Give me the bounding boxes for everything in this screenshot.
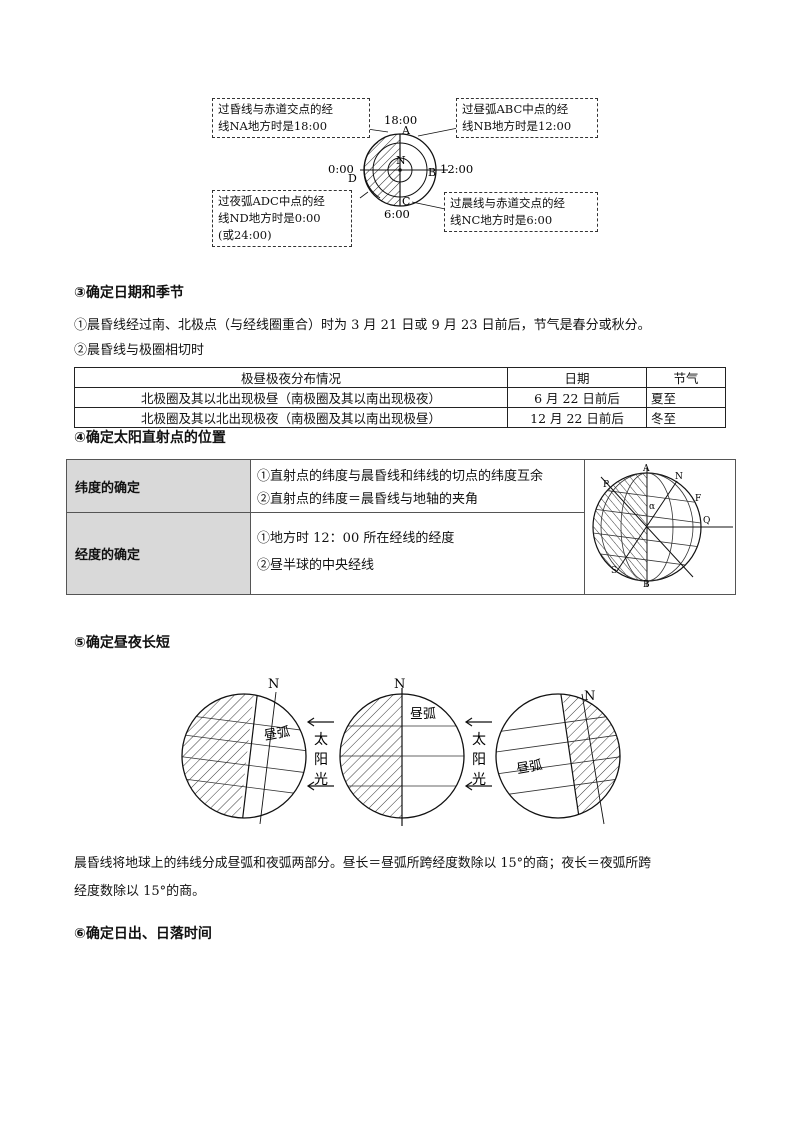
heading-sunrise-sunset: ⑥确定日出、日落时间 bbox=[74, 926, 212, 942]
longitude-label: 经度的确定 bbox=[66, 512, 251, 595]
para-equinox: ①晨昏线经过南、北极点（与经线圈重合）时为 3 月 21 日或 9 月 23 日… bbox=[74, 318, 651, 333]
svg-text:N: N bbox=[675, 472, 683, 482]
svg-text:A: A bbox=[642, 464, 650, 474]
table-cell: 北极圈及其以北出现极昼（南极圈及其以南出现极夜） bbox=[74, 387, 508, 408]
svg-text:F: F bbox=[695, 494, 701, 504]
svg-text:太: 太 bbox=[472, 732, 486, 748]
svg-text:S: S bbox=[611, 566, 617, 576]
heading-date-season: ③确定日期和季节 bbox=[74, 285, 184, 301]
table-row: 纬度的确定 ①直射点的纬度与晨昏线和纬线的切点的纬度互余 ②直射点的纬度＝晨昏线… bbox=[66, 459, 736, 595]
time-0: 0:00 bbox=[328, 162, 354, 176]
note-na: 过昏线与赤道交点的经线NA地方时是18:00 bbox=[212, 98, 370, 138]
para-day-length-1: 晨昏线将地球上的纬线分成昼弧和夜弧两部分。昼长＝昼弧所跨经度数除以 15°的商；… bbox=[74, 856, 652, 871]
globe-diagram: P A N F Q S B α bbox=[592, 464, 733, 590]
heading-subsolar-point: ④确定太阳直射点的位置 bbox=[74, 430, 226, 446]
globe-figure-cell: P A N F Q S B α bbox=[584, 459, 736, 595]
svg-text:光: 光 bbox=[472, 772, 486, 788]
table-row: 北极圈及其以北出现极昼（南极圈及其以南出现极夜） 6 月 22 日前后 夏至 bbox=[74, 387, 726, 408]
time-12: 12:00 bbox=[440, 162, 473, 176]
label-D: D bbox=[348, 172, 357, 185]
table-header-row: 极昼极夜分布情况 日期 节气 bbox=[74, 367, 726, 388]
svg-text:昼弧: 昼弧 bbox=[263, 725, 291, 744]
svg-text:N: N bbox=[394, 677, 405, 692]
svg-text:P: P bbox=[603, 480, 609, 490]
table-header: 极昼极夜分布情况 bbox=[74, 367, 508, 388]
latitude-rules: ①直射点的纬度与晨昏线和纬线的切点的纬度互余 ②直射点的纬度＝晨昏线与地轴的夹角 bbox=[250, 459, 585, 513]
three-globes-diagram: N 昼弧 太 阳 光 N 昼弧 太 阳 光 N 昼弧 bbox=[181, 677, 621, 826]
svg-text:B: B bbox=[643, 580, 650, 589]
note-nd: 过夜弧ADC中点的经线ND地方时是0:00(或24:00) bbox=[212, 190, 352, 247]
time-18: 18:00 bbox=[384, 113, 417, 127]
label-A: A bbox=[401, 124, 411, 137]
note-nb: 过昼弧ABC中点的经线NB地方时是12:00 bbox=[456, 98, 598, 138]
label-B: B bbox=[428, 166, 436, 179]
subsolar-table: 纬度的确定 ①直射点的纬度与晨昏线和纬线的切点的纬度互余 ②直射点的纬度＝晨昏线… bbox=[66, 459, 736, 595]
svg-text:昼弧: 昼弧 bbox=[515, 758, 543, 777]
heading-day-length: ⑤确定昼夜长短 bbox=[74, 635, 170, 651]
polar-day-table: 极昼极夜分布情况 日期 节气 北极圈及其以北出现极昼（南极圈及其以南出现极夜） … bbox=[74, 367, 726, 428]
table-cell: 6 月 22 日前后 bbox=[507, 387, 647, 408]
label-C: C bbox=[402, 195, 410, 208]
para-polar-circle: ②晨昏线与极圈相切时 bbox=[74, 343, 205, 358]
table-row: 北极圈及其以北出现极夜（南极圈及其以南出现极昼） 12 月 22 日前后 冬至 bbox=[74, 407, 726, 428]
note-nc: 过晨线与赤道交点的经线NC地方时是6:00 bbox=[444, 192, 598, 232]
latitude-label: 纬度的确定 bbox=[66, 459, 251, 513]
svg-text:光: 光 bbox=[314, 772, 328, 788]
table-header: 日期 bbox=[507, 367, 647, 388]
svg-text:太: 太 bbox=[314, 732, 328, 748]
svg-text:Q: Q bbox=[703, 516, 710, 526]
polar-view-diagram: N A B C D 18:00 0:00 12:00 6:00 bbox=[328, 113, 473, 221]
svg-text:N: N bbox=[584, 689, 595, 704]
svg-text:昼弧: 昼弧 bbox=[410, 707, 436, 722]
para-day-length-2: 经度数除以 15°的商。 bbox=[74, 884, 206, 899]
table-cell: 北极圈及其以北出现极夜（南极圈及其以南出现极昼） bbox=[74, 407, 508, 428]
table-row: 经度的确定 ①地方时 12：00 所在经线的经度 ②昼半球的中央经线 bbox=[66, 512, 736, 595]
svg-text:α: α bbox=[649, 502, 655, 512]
svg-text:阳: 阳 bbox=[314, 752, 328, 768]
table-cell: 夏至 bbox=[646, 387, 726, 408]
table-header: 节气 bbox=[646, 367, 726, 388]
svg-text:阳: 阳 bbox=[472, 752, 486, 768]
svg-text:N: N bbox=[268, 677, 279, 692]
table-cell: 12 月 22 日前后 bbox=[507, 407, 647, 428]
table-cell: 冬至 bbox=[646, 407, 726, 428]
label-N: N bbox=[396, 154, 406, 167]
longitude-rules: ①地方时 12：00 所在经线的经度 ②昼半球的中央经线 bbox=[250, 512, 585, 595]
time-6: 6:00 bbox=[384, 207, 410, 221]
